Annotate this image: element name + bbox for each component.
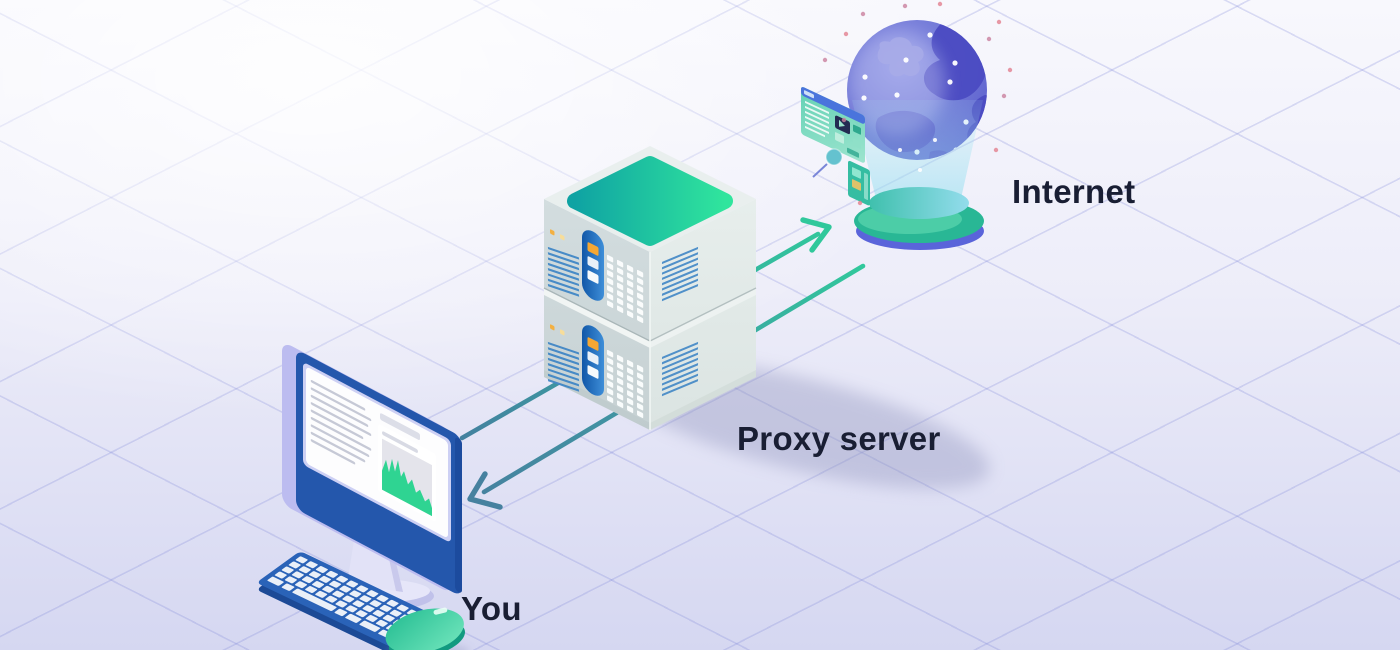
play-icon <box>839 119 845 127</box>
server-left-details <box>547 229 644 419</box>
server-top-panel <box>567 156 733 246</box>
server-led <box>550 324 555 331</box>
user-computer <box>258 344 470 650</box>
you-label: You <box>461 590 522 627</box>
hologram-cone <box>852 100 983 203</box>
server-led <box>550 229 555 236</box>
server-led <box>560 234 565 241</box>
monitor <box>296 352 462 594</box>
proxy-server-tower <box>543 146 757 430</box>
screen-text-lines <box>310 380 372 465</box>
internet-label: Internet <box>1012 173 1136 210</box>
ambient-dots <box>822 1 1013 206</box>
screen-chart <box>382 458 432 517</box>
hologram-pedestal <box>854 187 984 250</box>
floating-coin <box>812 148 843 178</box>
proxy-server-label: Proxy server <box>737 420 941 457</box>
mouse <box>385 607 470 650</box>
server-right-details <box>661 246 699 397</box>
floating-webpage-card <box>801 87 865 163</box>
floating-chip-card <box>848 160 870 206</box>
internet-globe <box>801 1 1013 250</box>
response-arrowhead <box>467 471 503 510</box>
screen-chart-card <box>378 424 436 522</box>
server-led <box>560 329 565 336</box>
request-arrowhead <box>800 217 832 253</box>
